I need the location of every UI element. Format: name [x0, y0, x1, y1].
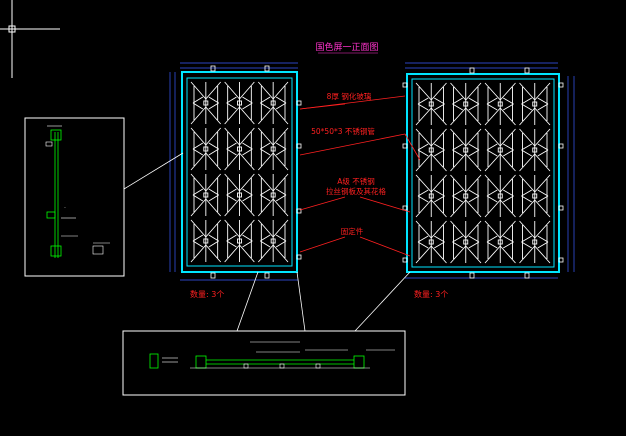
lattice-cell	[190, 173, 222, 217]
lattice-cell	[415, 128, 447, 172]
svg-text:..: ..	[64, 205, 66, 209]
lattice-cell	[224, 219, 255, 263]
lattice-cell	[224, 127, 255, 171]
left-lattice-pattern	[190, 81, 289, 263]
lattice-cell	[519, 128, 551, 172]
lattice-cell	[450, 128, 482, 172]
right-hinge-tabs	[402, 67, 564, 279]
lattice-cell	[190, 219, 222, 263]
lattice-cell	[415, 220, 447, 264]
label-quantity-right: 数量: 3个	[414, 289, 448, 299]
left-hinge-tabs	[210, 65, 302, 279]
side-section-detail[interactable]: ..	[24, 117, 184, 277]
left-outer-frame	[181, 71, 298, 273]
lattice-cell	[519, 82, 551, 126]
right-lattice-pattern	[415, 82, 551, 264]
label-steel-tube: 50*50*3 不锈钢管	[311, 126, 375, 136]
annotation-leaders	[299, 95, 421, 257]
right-inner-frame	[411, 78, 555, 268]
lattice-cell	[257, 127, 289, 171]
lattice-cell	[257, 219, 289, 263]
crosshair-cursor-icon	[0, 0, 60, 78]
lattice-cell	[190, 127, 222, 171]
label-hinge: 固定件	[341, 226, 364, 236]
lattice-cell	[224, 173, 255, 217]
lattice-cell	[484, 128, 516, 172]
right-dimensions	[405, 62, 575, 279]
lattice-cell	[190, 81, 222, 125]
left-inner-frame	[186, 77, 293, 267]
lattice-cell	[519, 174, 551, 218]
left-dimensions	[169, 62, 298, 281]
label-quantity-left: 数量: 3个	[190, 289, 224, 299]
label-steel-plate-line1: A级 不锈钢	[337, 176, 375, 186]
label-glass: 8厚 钢化玻璃	[327, 91, 372, 101]
lattice-cell	[224, 81, 255, 125]
right-outer-frame	[406, 73, 560, 273]
lattice-cell	[415, 174, 447, 218]
label-steel-plate-line2: 拉丝钢板及其花格	[326, 186, 386, 196]
right-screen-panel[interactable]	[402, 62, 575, 279]
lattice-cell	[257, 173, 289, 217]
left-screen-panel[interactable]	[169, 62, 302, 281]
lattice-cell	[484, 174, 516, 218]
lattice-cell	[519, 220, 551, 264]
lattice-cell	[450, 220, 482, 264]
drawing-title: 国色屏一正面图	[315, 41, 378, 53]
bottom-plan-detail[interactable]	[122, 271, 411, 396]
lattice-cell	[484, 220, 516, 264]
lattice-cell	[257, 81, 289, 125]
lattice-cell	[415, 82, 447, 126]
lattice-cell	[484, 82, 516, 126]
lattice-cell	[450, 82, 482, 126]
lattice-cell	[450, 174, 482, 218]
